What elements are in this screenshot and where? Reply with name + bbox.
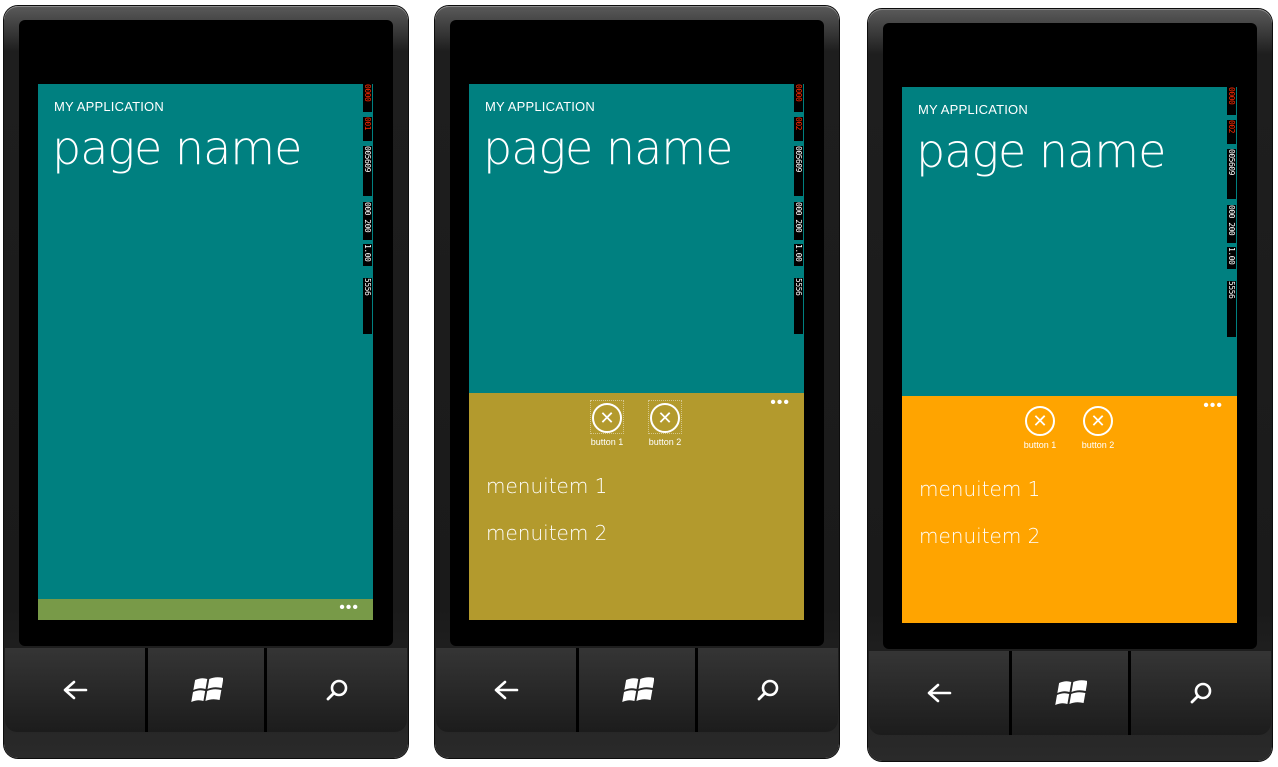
screen: MY APPLICATION page name 0000 002 005609… (902, 65, 1237, 623)
hardware-buttons (869, 651, 1271, 735)
divider (264, 648, 267, 732)
frame-counter: 5556 (363, 278, 372, 334)
page-title: page name (483, 121, 733, 175)
application-title: MY APPLICATION (54, 99, 164, 114)
start-button[interactable] (1012, 651, 1128, 735)
start-button[interactable] (579, 648, 695, 732)
hardware-buttons (5, 648, 407, 732)
appbar-button-label: button 1 (1023, 440, 1057, 450)
start-button[interactable] (148, 648, 264, 732)
more-options-icon[interactable]: ••• (1203, 397, 1223, 414)
frame-counter: 005609 (794, 146, 803, 196)
content-area: MY APPLICATION page name 0000 001 005609… (38, 84, 373, 599)
frame-counter: 0000 (363, 84, 372, 112)
application-bar-minimized[interactable]: ••• (38, 599, 373, 620)
divider (1128, 651, 1131, 735)
search-icon (1190, 682, 1212, 704)
frame-rate-counters: 0000 002 005609 000 200 1.00 5556 (1227, 87, 1236, 337)
more-options-icon[interactable]: ••• (770, 394, 790, 411)
phone-3: MY APPLICATION page name 0000 002 005609… (868, 9, 1272, 761)
back-arrow-icon (63, 680, 88, 700)
appbar-button-label: button 1 (590, 437, 624, 447)
application-title: MY APPLICATION (485, 99, 595, 114)
content-area: MY APPLICATION page name 0000 002 005609… (902, 87, 1237, 396)
frame-counter: 002 (1227, 120, 1236, 144)
menu-item-1[interactable]: menuitem 1 (919, 477, 1041, 501)
page-title: page name (52, 121, 302, 175)
screen: MY APPLICATION page name 0000 002 005609… (469, 62, 804, 620)
search-icon (326, 679, 348, 701)
search-button[interactable] (267, 648, 407, 732)
screen: MY APPLICATION page name 0000 001 005609… (38, 62, 373, 620)
focus-rectangle (590, 400, 624, 434)
divider (1009, 651, 1012, 735)
menu-item-2[interactable]: menuitem 2 (919, 524, 1041, 548)
appbar-button-label: button 2 (1081, 440, 1115, 450)
frame-counter: 005609 (1227, 149, 1236, 199)
more-options-icon[interactable]: ••• (339, 599, 359, 616)
phone-2: MY APPLICATION page name 0000 002 005609… (435, 6, 839, 758)
windows-logo-icon (622, 677, 654, 702)
application-bar-expanded: ••• ✕ button 1 ✕ button 2 menuitem 1 men… (469, 393, 804, 620)
frame-counter: 005609 (363, 146, 372, 196)
frame-counter: 001 (363, 117, 372, 141)
windows-logo-icon (191, 677, 223, 702)
frame-counter: 002 (794, 117, 803, 141)
appbar-button-2[interactable]: ✕ button 2 (645, 400, 685, 447)
frame-counter: 000 200 (794, 202, 803, 240)
frame-counter: 000 200 (1227, 205, 1236, 243)
frame-counter: 1.00 (794, 244, 803, 266)
back-arrow-icon (927, 683, 952, 703)
appbar-button-1[interactable]: ✕ button 1 (587, 400, 627, 447)
page-title: page name (916, 124, 1166, 178)
frame-counter: 000 200 (363, 202, 372, 240)
focus-rectangle (648, 400, 682, 434)
frame-counter: 1.00 (1227, 247, 1236, 269)
close-circle-icon: ✕ (1025, 406, 1055, 436)
hardware-buttons (436, 648, 838, 732)
frame-counter: 0000 (794, 84, 803, 112)
search-icon (757, 679, 779, 701)
menu-item-1[interactable]: menuitem 1 (486, 474, 608, 498)
application-bar-expanded: ••• ✕ button 1 ✕ button 2 menuitem 1 men… (902, 396, 1237, 623)
appbar-button-1[interactable]: ✕ button 1 (1020, 406, 1060, 450)
search-button[interactable] (698, 648, 838, 732)
frame-rate-counters: 0000 002 005609 000 200 1.00 5556 (794, 84, 803, 334)
frame-counter: 5556 (1227, 281, 1236, 337)
windows-logo-icon (1055, 680, 1087, 705)
menu-item-2[interactable]: menuitem 2 (486, 521, 608, 545)
search-button[interactable] (1131, 651, 1271, 735)
back-button[interactable] (869, 651, 1009, 735)
close-circle-icon: ✕ (1083, 406, 1113, 436)
frame-counter: 5556 (794, 278, 803, 334)
frame-rate-counters: 0000 001 005609 000 200 1.00 5556 (363, 84, 372, 334)
divider (145, 648, 148, 732)
application-title: MY APPLICATION (918, 102, 1028, 117)
frame-counter: 1.00 (363, 244, 372, 266)
back-arrow-icon (494, 680, 519, 700)
phone-1: MY APPLICATION page name 0000 001 005609… (4, 6, 408, 758)
content-area: MY APPLICATION page name 0000 002 005609… (469, 84, 804, 393)
close-circle-icon: ✕ (650, 403, 680, 433)
close-circle-icon: ✕ (592, 403, 622, 433)
appbar-button-2[interactable]: ✕ button 2 (1078, 406, 1118, 450)
back-button[interactable] (5, 648, 145, 732)
appbar-button-label: button 2 (648, 437, 682, 447)
back-button[interactable] (436, 648, 576, 732)
divider (695, 648, 698, 732)
divider (576, 648, 579, 732)
frame-counter: 0000 (1227, 87, 1236, 115)
